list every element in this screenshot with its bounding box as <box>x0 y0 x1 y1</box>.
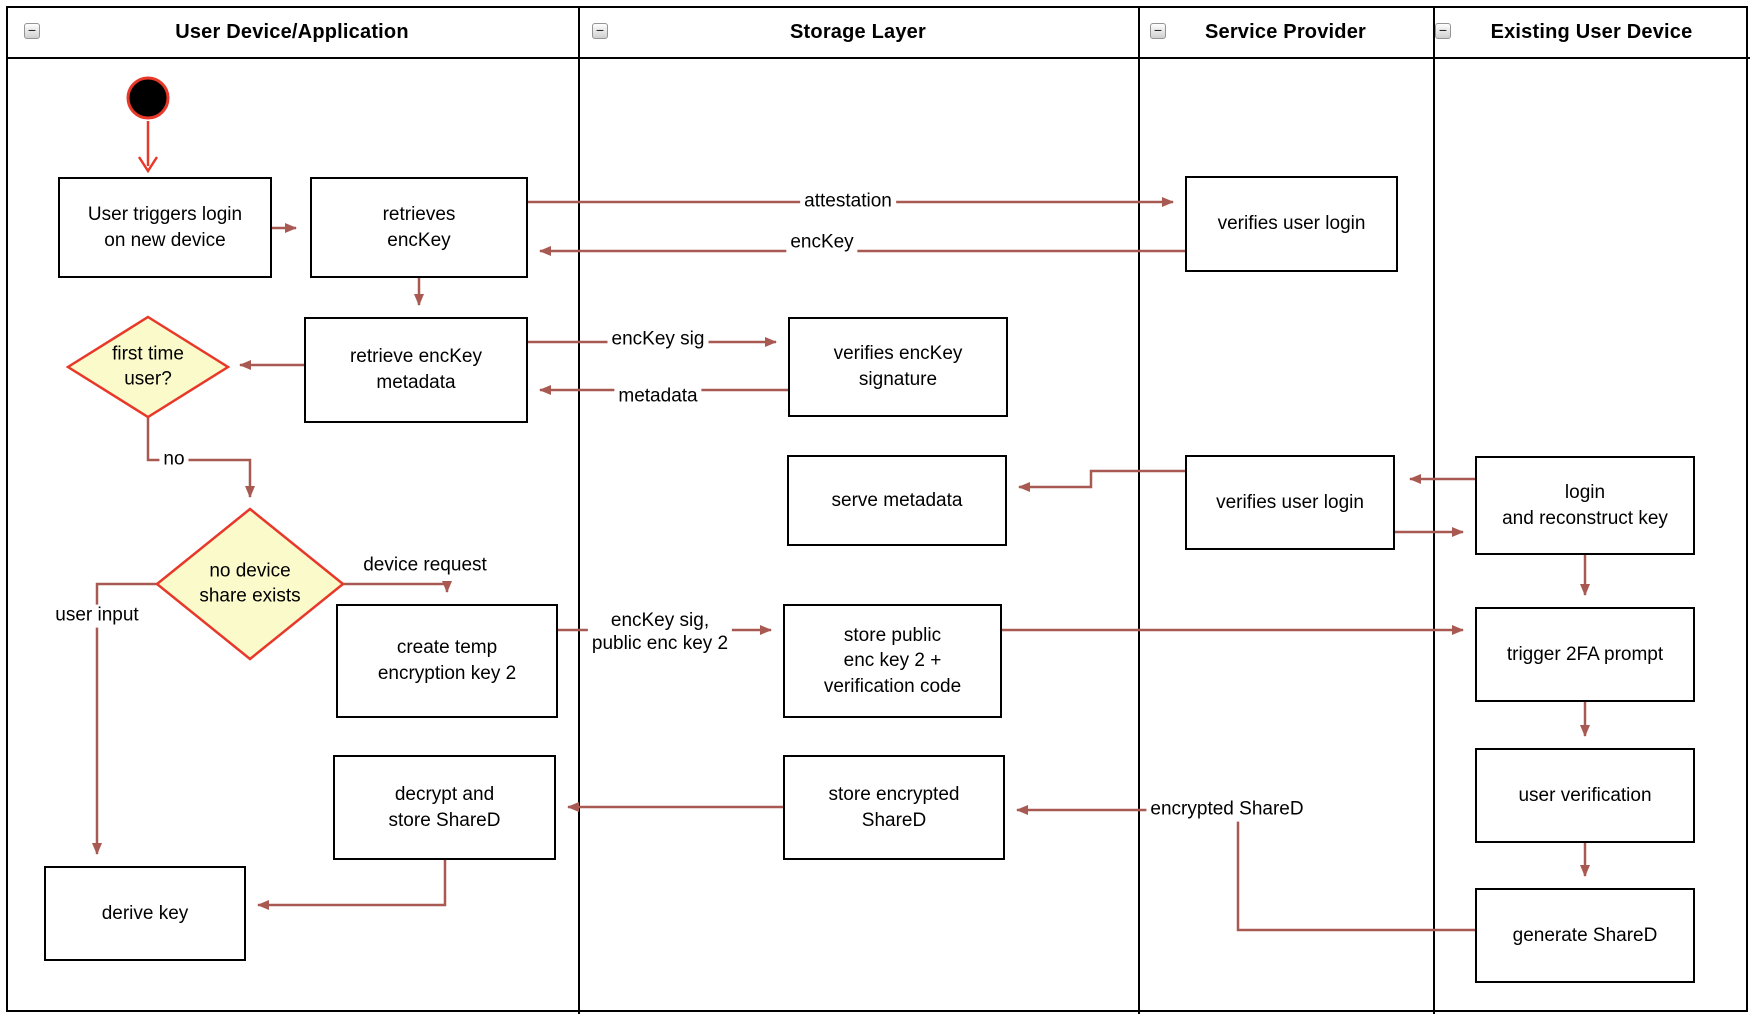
edge-encrypted-shared <box>1016 805 1475 932</box>
node-derive-key[interactable]: derive key <box>44 866 246 961</box>
lane-divider-2 <box>1138 6 1140 1014</box>
diagram-outer-border <box>6 6 1748 1012</box>
node-verifies-enckey-signature[interactable]: verifies encKey signature <box>788 317 1008 417</box>
node-user-verification[interactable]: user verification <box>1475 748 1695 843</box>
node-retrieve-enckey-metadata[interactable]: retrieve encKey metadata <box>304 317 528 423</box>
first-time-user-diamond[interactable] <box>65 315 231 419</box>
lane-header-storage-layer: Storage Layer <box>790 21 926 43</box>
collapse-icon[interactable]: − <box>1435 23 1451 39</box>
lane-divider-3 <box>1433 6 1435 1014</box>
collapse-icon[interactable]: − <box>592 23 608 39</box>
collapse-icon[interactable]: − <box>24 23 40 39</box>
lane-header-user-device: User Device/Application <box>175 21 409 43</box>
lane-divider-1 <box>578 6 580 1014</box>
start-arrowhead-icon <box>137 156 159 174</box>
edge-label-attestation[interactable]: attestation <box>800 190 896 214</box>
header-divider-line <box>6 57 1750 59</box>
edge-label-metadata[interactable]: metadata <box>614 385 702 409</box>
node-verifies-user-login-2[interactable]: verifies user login <box>1185 455 1395 550</box>
edge-user-input <box>92 582 157 855</box>
node-store-encrypted-shared[interactable]: store encrypted ShareD <box>783 755 1005 860</box>
edge-decrypt-to-derive <box>257 860 447 910</box>
edge-label-device-request[interactable]: device request <box>359 554 491 578</box>
no-device-share-diamond[interactable] <box>155 507 345 661</box>
no-device-share-label: no device share exists <box>199 560 301 606</box>
node-decrypt-and-store-shared[interactable]: decrypt and store ShareD <box>333 755 556 860</box>
edge-device-request <box>343 581 452 593</box>
node-create-temp-encryption-key[interactable]: create temp encryption key 2 <box>336 604 558 718</box>
node-store-public-enc-key[interactable]: store public enc key 2 + verification co… <box>783 604 1002 718</box>
edge-label-enckey[interactable]: encKey <box>786 231 858 255</box>
node-generate-shared[interactable]: generate ShareD <box>1475 888 1695 983</box>
edge-verify-to-serve-metadata <box>1018 469 1185 492</box>
node-verifies-user-login-1[interactable]: verifies user login <box>1185 176 1398 272</box>
edge-label-enckey-sig[interactable]: encKey sig <box>607 328 709 352</box>
node-serve-metadata[interactable]: serve metadata <box>787 455 1007 546</box>
edge-label-enckey-sig-public[interactable]: encKey sig, public enc key 2 <box>587 610 733 656</box>
lane-header-service-provider: Service Provider <box>1204 21 1367 43</box>
edge-label-encrypted-shared[interactable]: encrypted ShareD <box>1146 798 1308 822</box>
edge-label-user-input[interactable]: user input <box>51 604 143 628</box>
node-login-and-reconstruct-key[interactable]: login and reconstruct key <box>1475 456 1695 555</box>
node-trigger-2fa-prompt[interactable]: trigger 2FA prompt <box>1475 607 1695 702</box>
first-time-user-label: first time user? <box>112 343 184 389</box>
node-user-triggers-login[interactable]: User triggers login on new device <box>58 177 272 278</box>
edge-label-no[interactable]: no <box>159 448 189 472</box>
collapse-icon[interactable]: − <box>1150 23 1166 39</box>
start-node[interactable] <box>126 76 170 120</box>
lane-header-existing-user-device: Existing User Device <box>1490 21 1693 43</box>
node-retrieves-enckey[interactable]: retrieves encKey <box>310 177 528 278</box>
edge-no-branch <box>146 417 255 498</box>
